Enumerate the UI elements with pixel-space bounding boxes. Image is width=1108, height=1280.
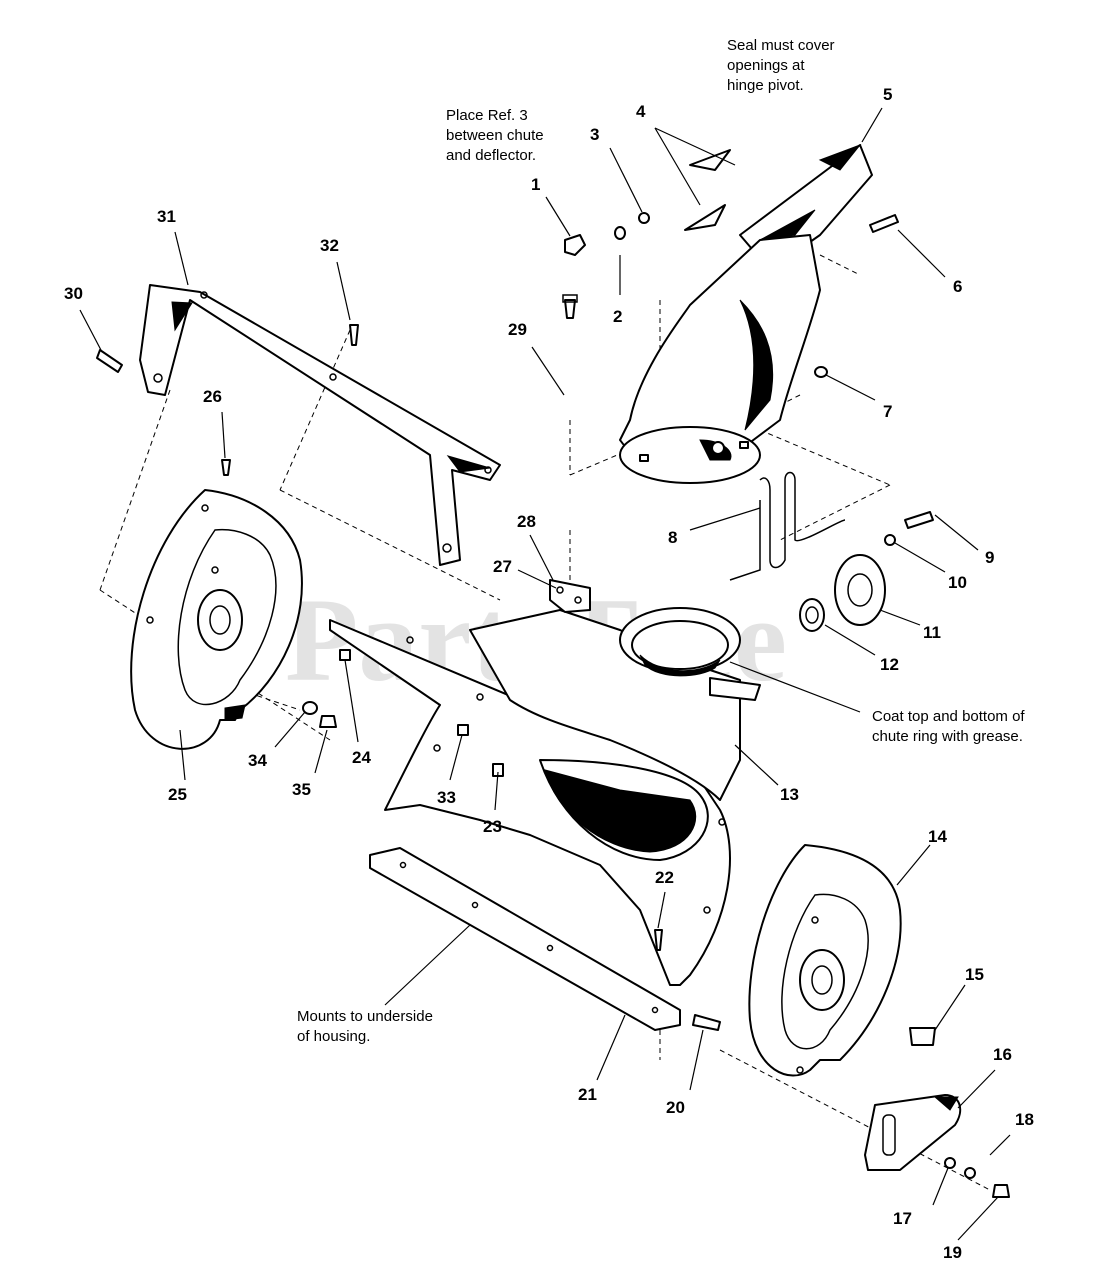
callout-30: 30 <box>64 284 83 303</box>
svg-text:openings at: openings at <box>727 57 805 74</box>
part-8-rod <box>729 471 846 581</box>
callout-20: 20 <box>666 1098 685 1117</box>
leader-lines <box>79 107 1011 1241</box>
callout-23: 23 <box>483 817 502 836</box>
callout-27: 27 <box>493 557 512 576</box>
svg-text:chute ring with grease.: chute ring with grease. <box>872 728 1023 745</box>
callout-6: 6 <box>953 277 962 296</box>
callout-26: 26 <box>203 387 222 406</box>
callout-3: 3 <box>590 125 599 144</box>
svg-text:Seal must cover: Seal must cover <box>727 37 835 54</box>
callout-33: 33 <box>437 788 456 807</box>
part-16-skid <box>864 1094 962 1171</box>
callout-5: 5 <box>883 85 892 104</box>
callout-4: 4 <box>636 102 646 121</box>
callout-32: 32 <box>320 236 339 255</box>
svg-text:Place Ref. 3: Place Ref. 3 <box>446 107 528 124</box>
part-11-bearing-flange <box>834 554 886 626</box>
note-seal: Seal must cover openings at hinge pivot. <box>727 37 835 94</box>
callout-numbers: 1 2 3 4 5 6 7 8 9 10 11 12 13 14 15 16 1… <box>64 85 1034 1262</box>
part-13-housing <box>329 607 761 986</box>
callout-28: 28 <box>517 512 536 531</box>
svg-text:and deflector.: and deflector. <box>446 147 536 164</box>
note-place-ref: Place Ref. 3 between chute and deflector… <box>446 107 544 164</box>
callout-19: 19 <box>943 1243 962 1262</box>
callout-31: 31 <box>157 207 176 226</box>
svg-text:hinge pivot.: hinge pivot. <box>727 77 804 94</box>
callout-10: 10 <box>948 573 967 592</box>
callout-13: 13 <box>780 785 799 804</box>
svg-text:between chute: between chute <box>446 127 544 144</box>
callout-9: 9 <box>985 548 994 567</box>
part-4-seal <box>684 149 731 231</box>
part-27-28-clamp <box>549 579 591 613</box>
callout-1: 1 <box>531 175 540 194</box>
callout-34: 34 <box>248 751 267 770</box>
callout-22: 22 <box>655 868 674 887</box>
callout-25: 25 <box>168 785 187 804</box>
hardware-bolts-nuts <box>96 212 1010 1198</box>
svg-text:Coat top and bottom of: Coat top and bottom of <box>872 708 1025 725</box>
callout-2: 2 <box>613 307 622 326</box>
part-25-side-plate <box>130 489 303 750</box>
note-coat: Coat top and bottom of chute ring with g… <box>872 708 1025 745</box>
callout-18: 18 <box>1015 1110 1034 1129</box>
callout-17: 17 <box>893 1209 912 1228</box>
callout-29: 29 <box>508 320 527 339</box>
callout-11: 11 <box>923 623 941 642</box>
callout-15: 15 <box>965 965 984 984</box>
callout-35: 35 <box>292 780 311 799</box>
svg-text:Mounts to underside: Mounts to underside <box>297 1008 433 1025</box>
svg-text:of housing.: of housing. <box>297 1028 370 1045</box>
part-31-brace <box>139 284 501 566</box>
note-mounts: Mounts to underside of housing. <box>297 1008 433 1045</box>
callout-7: 7 <box>883 402 892 421</box>
callout-21: 21 <box>578 1085 597 1104</box>
callout-14: 14 <box>928 827 947 846</box>
callout-24: 24 <box>352 748 371 767</box>
part-21-scraper-bar <box>369 847 681 1031</box>
callout-12: 12 <box>880 655 899 674</box>
callout-8: 8 <box>668 528 677 547</box>
callout-16: 16 <box>993 1045 1012 1064</box>
part-12-bearing <box>799 598 825 632</box>
part-14-side-plate <box>748 844 902 1077</box>
part-5-chute-deflector <box>619 143 873 484</box>
